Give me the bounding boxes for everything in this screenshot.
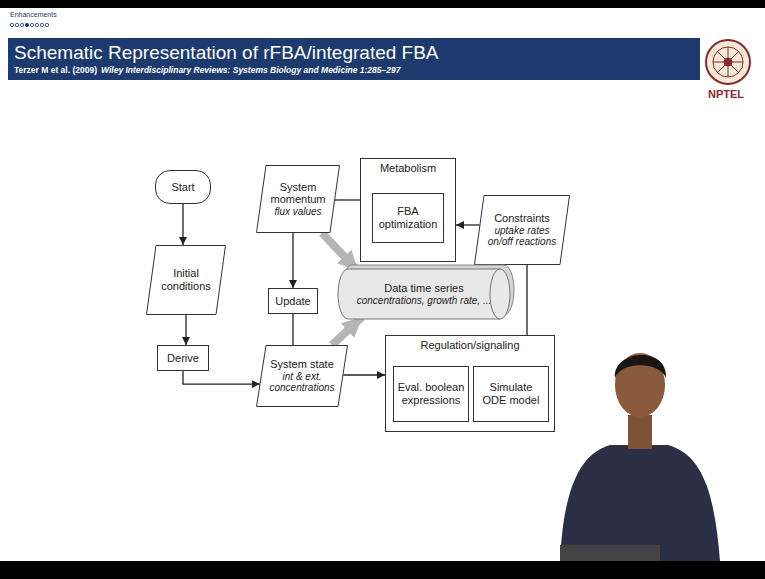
citation-authors: Terzer M et al. (2009) [14, 65, 97, 75]
node-text: Initial conditions [159, 267, 213, 292]
node-text: Eval. boolean expressions [397, 381, 465, 406]
slide-title: Schematic Representation of rFBA/integra… [14, 42, 439, 64]
connector [185, 315, 186, 345]
process-box: Derive [157, 345, 209, 371]
parallelogram-outline [475, 196, 570, 265]
scroll-body [338, 269, 510, 319]
node-text: Derive [167, 352, 199, 365]
connector [456, 224, 480, 225]
connector [182, 204, 183, 245]
node-text: Update [275, 295, 310, 308]
node-subtext: flux values [274, 206, 321, 218]
start-terminal: Start [155, 170, 211, 204]
data-parallelogram: System momentumflux values [256, 165, 340, 233]
process-box: Update [268, 288, 318, 314]
progress-dots [10, 23, 48, 26]
citation-journal: Wiley Interdisciplinary Reviews: Systems… [101, 65, 400, 75]
scroll-end [490, 269, 500, 319]
node-text: Start [171, 181, 194, 194]
node-text: System state [270, 358, 334, 371]
node-text: FBA optimization [376, 205, 440, 230]
node-subtext: uptake rates on/off reactions [487, 225, 557, 248]
node-subtext: int & ext. concentrations [269, 371, 335, 394]
process-box: FBA optimization [372, 193, 444, 243]
nptel-logo [706, 40, 750, 84]
logo-text: NPTEL [708, 88, 744, 100]
data-parallelogram: Constraintsuptake rates on/off reactions [474, 195, 570, 265]
node-text: Regulation/signaling [420, 339, 519, 352]
section-name: Enhancements [10, 11, 57, 18]
group-box: Regulation/signalingEval. boolean expres… [385, 335, 555, 432]
connector [292, 233, 293, 288]
connector [343, 374, 385, 375]
process-box: Simulate ODE model [473, 366, 549, 422]
node-text: System momentum [269, 181, 327, 206]
node-text: Data time series [384, 282, 463, 295]
node-outline [338, 268, 510, 320]
black-bar [0, 561, 765, 579]
node-subtext: concentrations, growth rate, ... [357, 295, 492, 307]
node-text: Simulate ODE model [477, 381, 545, 406]
data-parallelogram: System stateint & ext. concentrations [256, 345, 348, 407]
node-text: Constraints [494, 212, 550, 225]
presenter [560, 353, 720, 561]
connector [526, 265, 527, 335]
connector [292, 314, 293, 345]
connector [183, 371, 260, 384]
citation: Terzer M et al. (2009) Wiley Interdiscipl… [14, 65, 404, 75]
black-bar [0, 0, 765, 8]
node-text: Metabolism [380, 162, 436, 175]
parallelogram-outline [257, 346, 348, 407]
data-store: Data time seriesconcentrations, growth r… [338, 268, 510, 320]
process-box: Eval. boolean expressions [393, 366, 469, 422]
flow-arrow [332, 317, 362, 345]
data-parallelogram: Initial conditions [146, 245, 226, 315]
group-box: MetabolismFBA optimization [360, 158, 456, 262]
connector [335, 199, 360, 200]
parallelogram-outline [257, 166, 340, 233]
parallelogram-outline [147, 246, 226, 315]
